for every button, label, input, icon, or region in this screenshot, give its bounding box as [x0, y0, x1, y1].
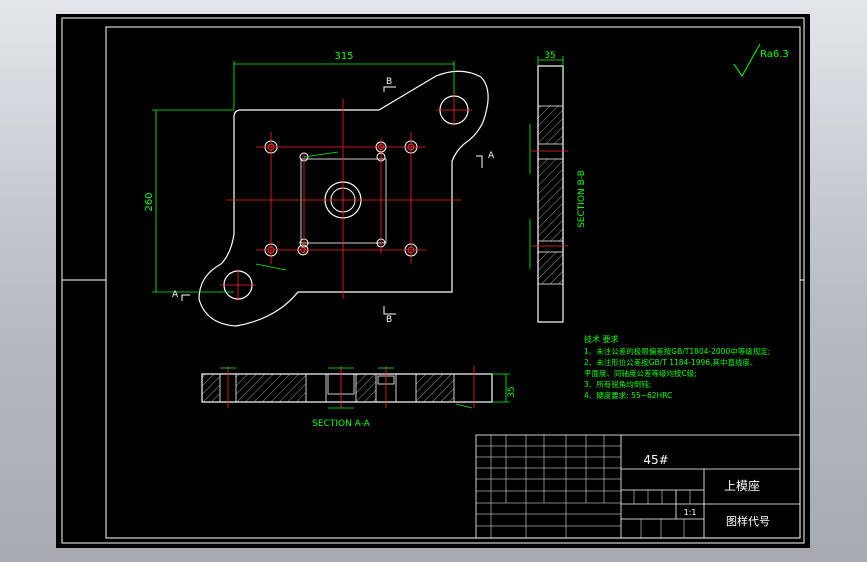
title-scale: 1:1	[684, 508, 697, 517]
section-bb-label: SECTION B-B	[577, 170, 587, 228]
tech-req-item-3: 平面度、同轴度公差等级均按C级;	[584, 368, 697, 378]
tech-req-item-2: 2、未注形位公差按GB/T 1184-1996,其中直线度、	[584, 357, 757, 367]
roughness-symbol: Ra6.3	[733, 43, 789, 77]
roughness-text: Ra6.3	[760, 49, 789, 60]
dim-section-height: 35	[507, 386, 517, 397]
plan-dimensions	[152, 61, 455, 293]
plan-view: 315 260 B B A A	[144, 51, 495, 327]
engineering-drawing: Ra6.3	[61, 17, 805, 544]
side-view-bb: 35 SECTION B-B	[529, 51, 587, 323]
tech-req-heading: 技术 要求	[584, 334, 619, 344]
plate-outline	[198, 70, 489, 327]
section-a-left: A	[172, 290, 179, 300]
tech-req-item-1: 1、未注公差的极限偏差按GB/T1804-2000中等级规定;	[584, 346, 770, 356]
dim-left-height: 260	[144, 192, 155, 211]
title-part-name: 上模座	[724, 478, 760, 493]
inner-pocket	[300, 158, 387, 244]
title-material: 45#	[643, 453, 668, 467]
sheet-borders	[61, 17, 805, 544]
tech-req-item-5: 4、硬度要求: 55~62HRC	[584, 390, 672, 400]
title-block: 45# 上模座 图样代号 1:1	[475, 434, 801, 539]
section-cut-marks	[181, 86, 483, 315]
section-aa-label: SECTION A-A	[312, 419, 371, 429]
drawing-sheet: Ra6.3	[56, 14, 810, 548]
section-view-aa: 35 SECTION A-A	[201, 366, 517, 429]
section-b-top: B	[386, 77, 392, 87]
dim-top-width: 315	[334, 51, 353, 62]
technical-requirements: 技术 要求 1、未注公差的极限偏差按GB/T1804-2000中等级规定; 2、…	[584, 334, 770, 400]
section-b-bottom: B	[386, 315, 392, 325]
tech-req-item-4: 3、所有锐角均倒钝;	[584, 379, 651, 389]
section-a-right: A	[488, 151, 495, 161]
title-drawing-number-label: 图样代号	[726, 514, 770, 528]
dim-side-width: 35	[544, 51, 555, 61]
screw-holes	[264, 140, 418, 257]
center-lines	[220, 94, 472, 301]
